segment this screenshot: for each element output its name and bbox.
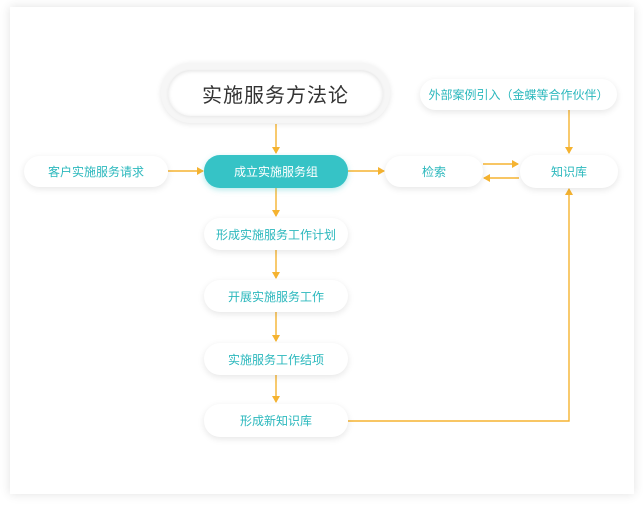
node-customer-request: 客户实施服务请求 xyxy=(24,156,168,187)
node-new-knowledge: 形成新知识库 xyxy=(204,404,348,437)
node-knowledge-base: 知识库 xyxy=(520,155,618,188)
node-conclusion: 实施服务工作结项 xyxy=(204,343,348,375)
diagram-title: 实施服务方法论 xyxy=(168,70,383,116)
node-work-plan: 形成实施服务工作计划 xyxy=(204,218,348,250)
arrow-newkb-to-kb xyxy=(348,188,573,422)
node-form-group: 成立实施服务组 xyxy=(204,155,348,188)
node-external-cases: 外部案例引入（金蝶等合作伙伴） xyxy=(420,79,617,110)
node-carry-out: 开展实施服务工作 xyxy=(204,280,348,312)
node-search: 检索 xyxy=(385,156,483,187)
